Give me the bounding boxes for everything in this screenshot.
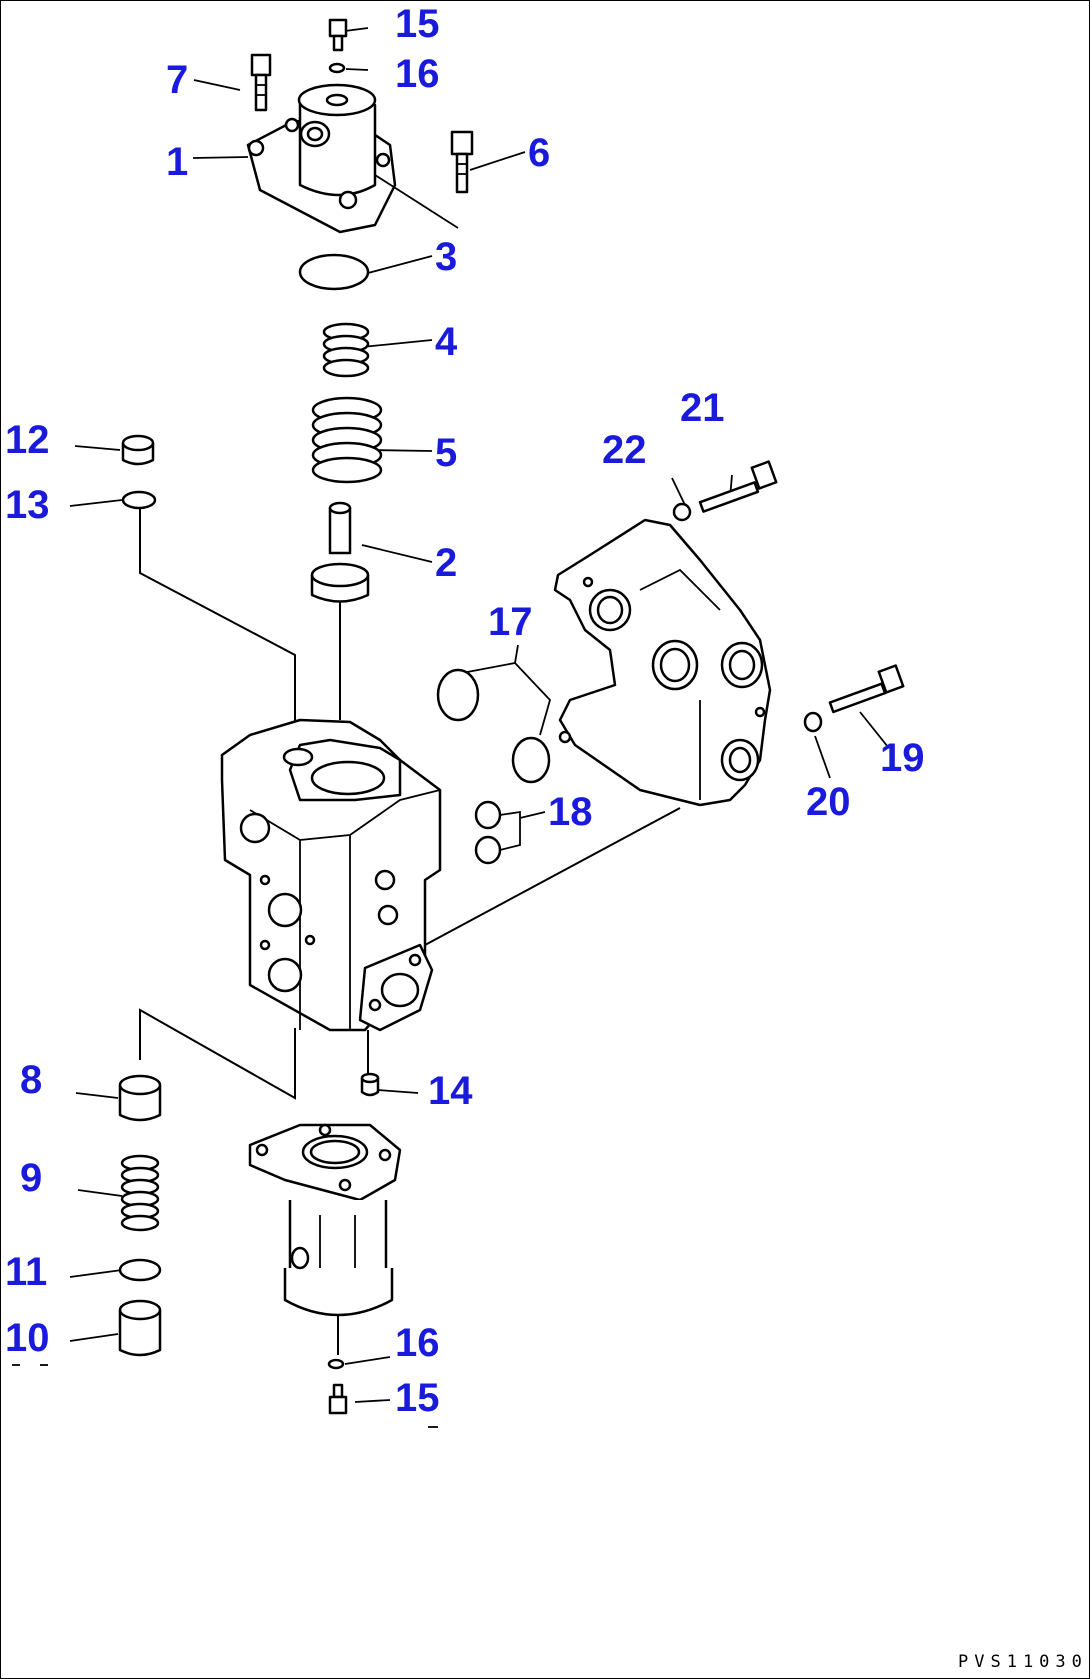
callout-12: 12: [5, 418, 50, 462]
callout-16: 16: [395, 52, 440, 96]
callout-17: 17: [488, 600, 533, 644]
callout-18: 18: [548, 790, 593, 834]
part-16-bottom-oring: [327, 1358, 345, 1370]
callout-19: 19: [880, 736, 925, 780]
part-10-plug: [118, 1299, 162, 1357]
part-6-bolt: [450, 130, 474, 194]
part-12-plug: [121, 434, 155, 466]
part-7-bolt: [250, 53, 272, 112]
part-3-oring: [298, 253, 370, 291]
callout-11: 11: [5, 1250, 48, 1294]
part-15-top-bolt: [328, 18, 348, 52]
callout-20: 20: [806, 780, 851, 824]
callout-8: 8: [20, 1058, 43, 1102]
part-9-spring: [120, 1154, 160, 1232]
callout-21: 21: [680, 386, 725, 430]
callout-15: 15: [395, 2, 440, 46]
part-14-plug: [360, 1072, 380, 1097]
part-18-orings: [474, 800, 521, 865]
callout-13: 13: [5, 483, 50, 527]
part-16-top-oring: [328, 62, 346, 74]
part-4-spring: [322, 322, 370, 378]
callout-2: 2: [435, 541, 458, 585]
side-valve-section: [553, 518, 772, 807]
lower-cover: [248, 1123, 402, 1317]
callout-22: 22: [602, 428, 647, 472]
callout-16-bottom: 16: [395, 1321, 440, 1365]
part-8-plug: [118, 1074, 162, 1122]
callout-15-bottom: 15: [395, 1376, 440, 1420]
part-21-bolt: [698, 460, 778, 513]
callout-4: 4: [435, 320, 458, 364]
part-19-bolt: [828, 664, 905, 714]
part-1-cover: [246, 83, 459, 234]
part-5-spring: [311, 396, 383, 484]
callout-7: 7: [166, 58, 189, 102]
part-22-washer: [672, 502, 692, 522]
part-17-orings: [436, 668, 551, 784]
part-11-oring: [118, 1258, 162, 1282]
part-13-oring: [121, 490, 157, 510]
callout-3: 3: [435, 235, 458, 279]
callout-14: 14: [428, 1069, 473, 1113]
callout-5: 5: [435, 431, 458, 475]
callout-10: 10: [5, 1316, 50, 1360]
part-20-washer: [803, 711, 823, 733]
main-valve-body: [220, 718, 442, 1032]
part-15-bottom-bolt: [328, 1383, 348, 1415]
part-2-spool: [310, 501, 370, 603]
callout-6: 6: [528, 131, 551, 175]
leader-lines: [12, 27, 889, 1428]
callout-1: 1: [166, 140, 189, 184]
callout-9: 9: [20, 1156, 43, 1200]
drawing-code: PVS11030: [958, 1652, 1088, 1672]
